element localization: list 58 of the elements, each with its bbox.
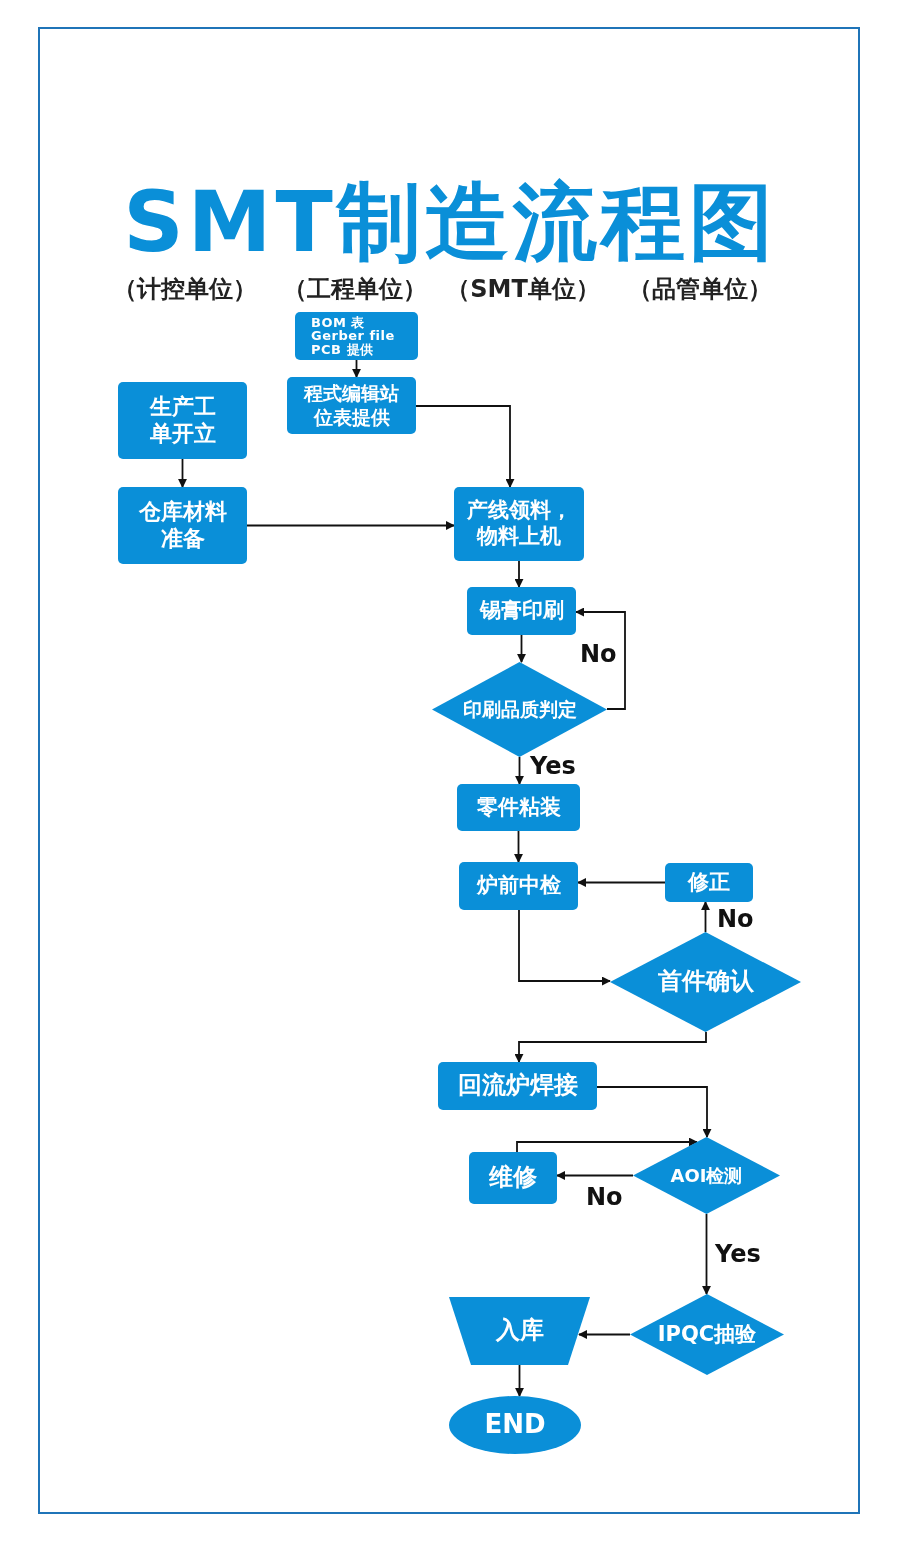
flow-arrow bbox=[514, 560, 524, 588]
step-label: 炉前中检 bbox=[476, 873, 561, 899]
flow-arrow bbox=[578, 1330, 631, 1339]
decision-diamond bbox=[633, 1137, 780, 1214]
process-box bbox=[459, 862, 578, 910]
flow-arrow bbox=[596, 1086, 712, 1138]
decision-diamond bbox=[432, 662, 607, 757]
flow-arrow bbox=[556, 1171, 634, 1180]
flow-arrow bbox=[702, 1213, 711, 1295]
flow-arrow bbox=[577, 878, 666, 887]
flow-arrow bbox=[518, 909, 611, 986]
storage-trapezoid bbox=[449, 1297, 590, 1365]
step-label: 生产工单开立 bbox=[148, 393, 217, 448]
column-heading: （计控单位） bbox=[112, 274, 258, 305]
flow-arrow bbox=[575, 607, 626, 710]
column-heading: （SMT单位） bbox=[445, 274, 601, 305]
process-box bbox=[295, 312, 418, 360]
flow-arrow bbox=[352, 359, 361, 378]
step-label: 产线领料，物料上机 bbox=[465, 498, 573, 550]
step-label: BOM 表 Gerber file PCB 提供 bbox=[311, 315, 396, 357]
process-box bbox=[118, 382, 247, 459]
column-heading: （品管单位） bbox=[627, 274, 773, 305]
flow-arrow bbox=[514, 1031, 707, 1063]
step-label: 程式编辑站位表提供 bbox=[302, 382, 400, 429]
diagram-title: SMT制造流程图 bbox=[122, 172, 778, 272]
step-label: END bbox=[484, 1409, 546, 1441]
step-label: 首件确认 bbox=[657, 967, 754, 997]
process-box bbox=[467, 587, 576, 635]
decision-diamond bbox=[610, 932, 801, 1032]
process-box bbox=[454, 487, 584, 561]
flow-arrow bbox=[517, 634, 526, 663]
step-label: 仓库材料准备 bbox=[137, 498, 228, 553]
step-label: 维修 bbox=[489, 1163, 537, 1193]
flow-arrow bbox=[701, 901, 710, 933]
process-box bbox=[438, 1062, 597, 1110]
step-label: 印刷品质判定 bbox=[462, 697, 577, 722]
step-label: 回流炉焊接 bbox=[457, 1071, 578, 1101]
step-label: 锡膏印刷 bbox=[479, 598, 564, 624]
step-label: 零件粘装 bbox=[476, 794, 561, 821]
flow-arrow bbox=[514, 830, 523, 863]
process-box bbox=[287, 377, 416, 434]
flow-arrow bbox=[415, 405, 515, 488]
terminal-ellipse bbox=[449, 1396, 581, 1454]
flow-arrow bbox=[515, 756, 524, 785]
process-box bbox=[469, 1152, 557, 1204]
column-heading: （工程单位） bbox=[282, 274, 428, 305]
flow-arrow bbox=[516, 1137, 698, 1153]
step-label: AOI检测 bbox=[670, 1164, 743, 1187]
step-label: 修正 bbox=[688, 869, 730, 896]
flow-arrow bbox=[515, 1364, 524, 1397]
flow-arrow bbox=[178, 458, 187, 488]
process-box bbox=[457, 784, 580, 831]
step-label: 入库 bbox=[495, 1316, 544, 1346]
step-label: IPQC抽验 bbox=[657, 1321, 757, 1348]
process-box bbox=[665, 863, 753, 902]
decision-diamond bbox=[630, 1294, 784, 1375]
process-box bbox=[118, 487, 247, 564]
flow-arrow bbox=[246, 521, 455, 530]
